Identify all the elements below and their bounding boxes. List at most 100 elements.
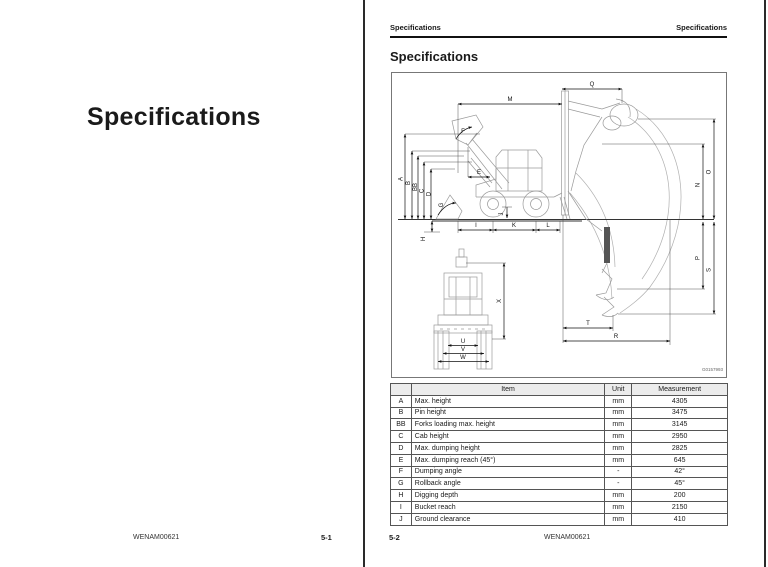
dim-label-k: K (512, 223, 516, 229)
running-header-left: Specifications (390, 23, 441, 32)
dim-label-g: G (439, 202, 445, 207)
table-row: J Ground clearance mm 410 (390, 512, 728, 526)
row-item: Max. height (410, 394, 606, 408)
row-letter: C (390, 430, 412, 443)
table-row: BB Forks loading max. height mm 3145 (390, 418, 728, 432)
figure-code: G0157993 (702, 367, 724, 372)
dim-label-c: C (420, 188, 426, 193)
right-footer-page-number: 5-2 (389, 533, 400, 542)
row-measurement: 2950 (631, 430, 728, 443)
dimension-labels: M Q A B BB C D E F G H I J K L N O P S T (399, 82, 713, 361)
table-row: C Cab height mm 2950 (390, 430, 728, 443)
dim-label-t: T (586, 321, 590, 327)
row-measurement: 3145 (631, 418, 728, 432)
backhoe-loader-side-view (435, 114, 571, 220)
swing-envelope-arcs (569, 108, 682, 314)
table-row: G Rollback angle - 45° (390, 477, 728, 491)
row-letter: A (390, 394, 412, 408)
dim-label-b: B (406, 181, 412, 185)
dim-label-p: P (696, 256, 702, 260)
row-measurement: 2150 (631, 500, 728, 514)
row-letter: B (390, 406, 412, 420)
dim-label-i: I (475, 223, 477, 229)
dim-label-q: Q (590, 82, 595, 88)
row-unit: mm (604, 418, 633, 432)
row-unit: mm (604, 512, 633, 526)
machine-rear-view (433, 248, 493, 370)
row-item: Bucket reach (410, 500, 606, 514)
row-unit: - (604, 465, 633, 479)
row-item: Cab height (410, 430, 606, 443)
table-row: I Bucket reach mm 2150 (390, 500, 728, 514)
specifications-table: Item Unit Measurement A Max. height mm 4… (390, 383, 728, 526)
row-item: Rollback angle (410, 477, 606, 491)
row-item: Max. dumping height (410, 441, 606, 455)
row-letter: E (390, 453, 412, 467)
row-item: Forks loading max. height (410, 418, 606, 432)
row-measurement: 2825 (631, 441, 728, 455)
dim-label-f: F (461, 129, 465, 135)
dim-label-h: H (421, 237, 427, 241)
row-item: Max. dumping reach (45°) (410, 453, 606, 467)
table-row: A Max. height mm 4305 (390, 394, 728, 408)
dim-label-w: W (460, 355, 466, 361)
row-unit: mm (604, 430, 633, 443)
running-header: Specifications Specifications (390, 23, 727, 38)
left-footer-page-number: 5-1 (321, 533, 332, 542)
row-unit: mm (604, 453, 633, 467)
dim-label-l: L (546, 223, 550, 229)
dim-label-a: A (399, 177, 405, 181)
page-divider-line (363, 0, 365, 567)
row-item: Digging depth (410, 489, 606, 502)
dim-label-e: E (477, 170, 481, 176)
right-footer-doc-code: WENAM00621 (544, 534, 591, 541)
dim-label-v: V (461, 347, 465, 353)
row-letter: D (390, 441, 412, 455)
row-measurement: 42° (631, 465, 728, 479)
row-unit: mm (604, 441, 633, 455)
row-measurement: 3475 (631, 406, 728, 420)
table-row: F Dumping angle - 42° (390, 465, 728, 479)
col-header-letter (390, 383, 412, 396)
dimension-lines (403, 87, 716, 363)
row-measurement: 45° (631, 477, 728, 491)
dimension-diagram-frame: M Q A B BB C D E F G H I J K L N O P S T (391, 72, 727, 378)
table-row: H Digging depth mm 200 (390, 489, 728, 502)
left-footer-doc-code: WENAM00621 (133, 534, 180, 541)
row-item: Ground clearance (410, 512, 606, 526)
row-item: Pin height (410, 406, 606, 420)
dim-label-n: N (696, 183, 702, 187)
row-letter: I (390, 500, 412, 514)
row-letter: G (390, 477, 412, 491)
dim-label-j: J (499, 213, 505, 216)
backhoe-arm (561, 90, 639, 317)
row-measurement: 410 (631, 512, 728, 526)
table-row: D Max. dumping height mm 2825 (390, 441, 728, 455)
table-header-row: Item Unit Measurement (390, 383, 728, 396)
table-row: E Max. dumping reach (45°) mm 645 (390, 453, 728, 467)
row-measurement: 4305 (631, 394, 728, 408)
row-letter: F (390, 465, 412, 479)
running-header-right: Specifications (676, 23, 727, 32)
col-header-item: Item (410, 383, 606, 396)
dim-label-o: O (707, 169, 713, 174)
row-item: Dumping angle (410, 465, 606, 479)
row-unit: mm (604, 489, 633, 502)
col-header-measurement: Measurement (631, 383, 728, 396)
dim-label-x: X (497, 299, 503, 303)
row-unit: - (604, 477, 633, 491)
section-title: Specifications (390, 49, 479, 64)
chapter-title: Specifications (87, 103, 261, 131)
table-row: B Pin height mm 3475 (390, 406, 728, 420)
row-letter: H (390, 489, 412, 502)
dim-label-d: D (427, 191, 433, 196)
row-measurement: 645 (631, 453, 728, 467)
dim-label-u: U (461, 339, 465, 345)
dim-label-bb: BB (413, 183, 419, 191)
row-letter: J (390, 512, 412, 526)
dim-label-r: R (614, 334, 619, 340)
row-measurement: 200 (631, 489, 728, 502)
page-right-edge-line (764, 0, 766, 567)
row-unit: mm (604, 500, 633, 514)
